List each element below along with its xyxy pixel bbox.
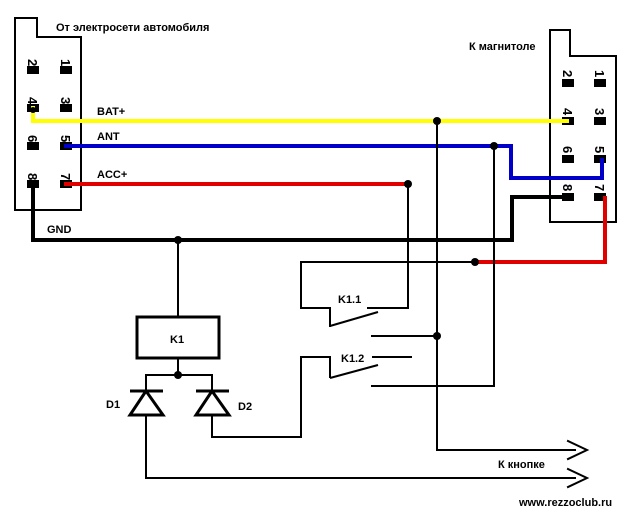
right-pin-4-label: 4 bbox=[560, 108, 575, 116]
junction-bat-left bbox=[30, 107, 36, 113]
diode-d1 bbox=[127, 388, 166, 417]
junction-k12 bbox=[433, 332, 441, 340]
k12-switch-blade bbox=[329, 364, 379, 379]
junction-acc bbox=[404, 180, 412, 188]
left-pin-3-block bbox=[60, 104, 72, 112]
left-pin-8-block bbox=[27, 180, 39, 188]
junction-relay bbox=[174, 371, 182, 379]
right-pin-8-label: 8 bbox=[560, 184, 575, 191]
junction-bat bbox=[433, 117, 441, 125]
k12-label: K1.2 bbox=[341, 353, 364, 365]
junction-ant bbox=[490, 142, 498, 150]
right-pin-3-block bbox=[594, 117, 606, 125]
left-pin-2-block bbox=[27, 66, 39, 74]
relay-k1-label: K1 bbox=[170, 334, 184, 346]
left-pin-2-label: 2 bbox=[25, 59, 40, 66]
k11-feed-line bbox=[300, 261, 476, 327]
left-pin-7-label: 7 bbox=[58, 173, 73, 180]
arrow-head-lower bbox=[566, 467, 590, 489]
right-pin-1-block bbox=[594, 79, 606, 87]
bat-label: BAT+ bbox=[97, 106, 125, 118]
junction-gnd bbox=[174, 236, 182, 244]
right-pin-2-label: 2 bbox=[560, 70, 575, 77]
left-pin-1-label: 1 bbox=[58, 59, 73, 66]
relay-to-diode-d2-line bbox=[177, 374, 213, 392]
ant-label: ANT bbox=[97, 131, 120, 143]
right-pin-5-label: 5 bbox=[592, 146, 607, 153]
right-pin-1-label: 1 bbox=[592, 70, 607, 77]
right-connector-title: К магнитоле bbox=[469, 41, 536, 53]
watermark: www.rezzoclub.ru bbox=[518, 497, 612, 509]
right-pin-6-label: 6 bbox=[560, 146, 575, 153]
acc-wire-radio bbox=[473, 196, 607, 264]
relay-to-diodes-line bbox=[145, 357, 179, 392]
left-connector-title: От электросети автомобиля bbox=[56, 22, 209, 34]
right-connector-body bbox=[549, 29, 617, 223]
k11-switch-blade bbox=[329, 311, 379, 327]
k11-output-line bbox=[367, 183, 409, 309]
right-connector: 2 1 4 3 6 5 8 7 bbox=[549, 29, 617, 223]
left-pin-6-block bbox=[27, 142, 39, 150]
left-pin-3-label: 3 bbox=[58, 97, 73, 104]
gnd-label: GND bbox=[47, 224, 72, 236]
acc-label: ACC+ bbox=[97, 169, 127, 181]
k11-label: K1.1 bbox=[338, 294, 361, 306]
right-pin-3-label: 3 bbox=[592, 108, 607, 115]
junction-acc-radio bbox=[471, 258, 479, 266]
left-pin-5-label: 5 bbox=[58, 135, 73, 142]
d2-to-k12-line bbox=[211, 356, 331, 438]
diode-d2 bbox=[193, 388, 232, 417]
ant-wire bbox=[64, 144, 604, 180]
right-pin-7-label: 7 bbox=[592, 184, 607, 191]
left-connector: 2 1 4 3 6 5 8 7 bbox=[14, 17, 82, 211]
gnd-wire bbox=[31, 186, 570, 242]
bat-to-button-line bbox=[436, 120, 576, 451]
right-pin-6-block bbox=[562, 155, 574, 163]
d1-to-button-line bbox=[145, 414, 576, 479]
diode-d2-label: D2 bbox=[238, 401, 252, 413]
right-pin-2-block bbox=[562, 79, 574, 87]
left-pin-4-label: 4 bbox=[25, 97, 40, 105]
button-label: К кнопке bbox=[498, 459, 545, 471]
diode-d1-label: D1 bbox=[106, 399, 120, 411]
left-pin-8-label: 8 bbox=[25, 173, 40, 180]
left-pin-1-block bbox=[60, 66, 72, 74]
left-pin-6-label: 6 bbox=[25, 135, 40, 142]
arrow-head-upper bbox=[566, 439, 590, 461]
right-pin-7-block bbox=[594, 193, 606, 201]
